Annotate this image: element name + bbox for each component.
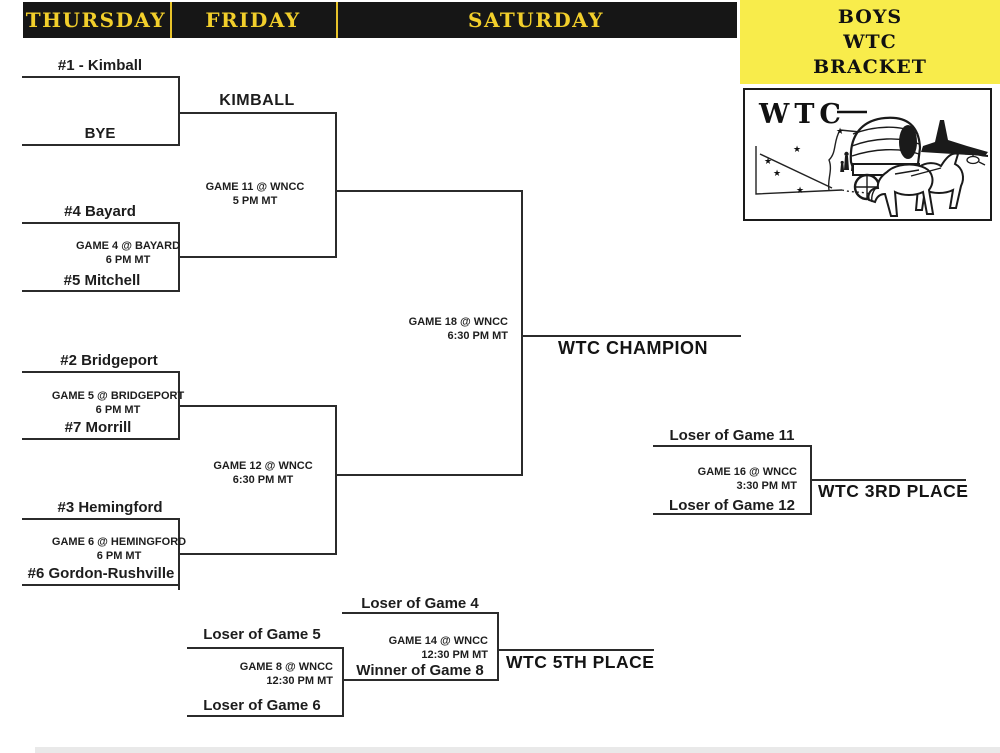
svg-text:★: ★ [836, 126, 844, 136]
day-header-friday: FRIDAY [205, 8, 301, 32]
horse-team [867, 152, 964, 217]
bracket-line [521, 190, 523, 476]
bracket-line [187, 715, 342, 717]
team-label-mitchell: #5 Mitchell [63, 272, 141, 289]
game-8-line1: GAME 8 @ WNCC [239, 661, 333, 673]
wtc-logo: WTC ★★★ ★★★ [743, 88, 992, 221]
game-18-label: GAME 18 @ WNCC 6:30 PM MT [409, 316, 508, 343]
team-label-morrill: #7 Morrill [64, 419, 132, 436]
bracket-line [653, 513, 810, 515]
bracket-line [335, 112, 337, 258]
bracket-line [22, 144, 178, 146]
team-label-bridgeport: #2 Bridgeport [60, 352, 158, 369]
slot-loser-game-4: Loser of Game 4 [361, 595, 479, 612]
game-16-line2: 3:30 PM MT [736, 479, 797, 492]
bracket-line [178, 553, 335, 555]
bottom-edge-bar [35, 747, 1000, 753]
game-12-line2: 6:30 PM MT [232, 473, 294, 486]
schedule-header-bar: THURSDAY FRIDAY SATURDAY [23, 2, 737, 38]
game-5-label: GAME 5 @ BRIDGEPORT 6 PM MT [52, 390, 184, 417]
game-6-label: GAME 6 @ HEMINGFORD 6 PM MT [52, 536, 186, 563]
game-18-line2: 6:30 PM MT [447, 329, 508, 342]
team-label-gordon-rushville: #6 Gordon-Rushville [27, 565, 175, 582]
bracket-line [335, 474, 521, 476]
svg-text:★: ★ [793, 144, 801, 154]
third-place-label: WTC 3RD PLACE [818, 481, 969, 501]
bracket-line [22, 584, 178, 586]
bracket-line [335, 190, 521, 192]
game-14-line2: 12:30 PM MT [421, 648, 488, 661]
bracket-line [22, 438, 178, 440]
bracket-line [22, 290, 178, 292]
bracket-line [497, 649, 654, 651]
bracket-line [187, 647, 342, 649]
bracket-line [22, 222, 178, 224]
chimney-rock [921, 120, 989, 157]
game-8-line2: 12:30 PM MT [266, 674, 333, 687]
game-4-line1: GAME 4 @ BAYARD [75, 240, 181, 252]
slot-loser-game-11: Loser of Game 11 [669, 427, 795, 444]
fifth-place-label: WTC 5TH PLACE [506, 652, 655, 672]
title-line-1: BOYS [837, 5, 903, 28]
team-label-kimball: #1 - Kimball [57, 57, 143, 74]
bracket-line [22, 371, 178, 373]
bracket-line [178, 76, 180, 146]
svg-text:★: ★ [773, 168, 781, 178]
game-11-line1: GAME 11 @ WNCC [205, 181, 305, 193]
game-6-line1: GAME 6 @ HEMINGFORD [51, 536, 187, 548]
bracket-line [342, 612, 497, 614]
game-11-label: GAME 11 @ WNCC 5 PM MT [206, 181, 305, 208]
game-5-line2: 6 PM MT [95, 403, 141, 416]
advancing-team-kimball: KIMBALL [219, 92, 295, 109]
wtc-logo-text: WTC [758, 99, 846, 130]
slot-winner-game-8: Winner of Game 8 [356, 662, 484, 679]
title-line-2: WTC [843, 30, 897, 53]
slot-loser-game-5: Loser of Game 5 [203, 626, 321, 643]
day-header-saturday: SATURDAY [468, 8, 604, 32]
bracket-line [178, 256, 335, 258]
bracket-line [22, 518, 178, 520]
game-14-label: GAME 14 @ WNCC 12:30 PM MT [389, 635, 488, 662]
wtc-logo-illustration: WTC ★★★ ★★★ [755, 99, 989, 217]
game-18-line1: GAME 18 @ WNCC [408, 316, 508, 328]
bracket-line [342, 679, 497, 681]
game-4-line2: 6 PM MT [105, 253, 151, 266]
bracket-line [521, 335, 741, 337]
svg-text:★: ★ [796, 185, 804, 195]
game-8-label: GAME 8 @ WNCC 12:30 PM MT [240, 661, 333, 688]
game-16-label: GAME 16 @ WNCC 3:30 PM MT [698, 466, 797, 493]
game-12-label: GAME 12 @ WNCC 6:30 PM MT [213, 460, 312, 487]
bracket-line [497, 612, 499, 681]
team-label-bayard: #4 Bayard [64, 203, 136, 220]
game-14-line1: GAME 14 @ WNCC [388, 635, 488, 647]
bracket-line [178, 112, 335, 114]
bracket-line [22, 76, 178, 78]
game-11-line2: 5 PM MT [232, 194, 278, 207]
game-16-line1: GAME 16 @ WNCC [697, 466, 797, 478]
header-divider [336, 2, 338, 38]
game-5-line1: GAME 5 @ BRIDGEPORT [51, 390, 185, 402]
svg-text:★: ★ [764, 156, 772, 166]
slot-loser-game-6: Loser of Game 6 [203, 697, 321, 714]
team-label-bye: BYE [84, 125, 116, 142]
header-divider [170, 2, 172, 38]
bracket-line [178, 405, 335, 407]
bracket-title-box: BOYS WTC BRACKET [740, 0, 1000, 84]
game-12-line1: GAME 12 @ WNCC [213, 460, 313, 472]
team-label-hemingford: #3 Hemingford [57, 499, 163, 516]
game-6-line2: 6 PM MT [96, 549, 142, 562]
bracket-line [653, 445, 810, 447]
bracket-line [342, 647, 344, 717]
day-header-thursday: THURSDAY [25, 8, 167, 32]
bracket-line [335, 405, 337, 555]
helicopter-sketch [965, 153, 986, 166]
champion-label: WTC CHAMPION [558, 338, 708, 358]
bracket-line [810, 479, 966, 481]
title-line-3: BRACKET [813, 55, 927, 78]
slot-loser-game-12: Loser of Game 12 [669, 497, 795, 514]
game-4-label: GAME 4 @ BAYARD 6 PM MT [76, 240, 180, 267]
